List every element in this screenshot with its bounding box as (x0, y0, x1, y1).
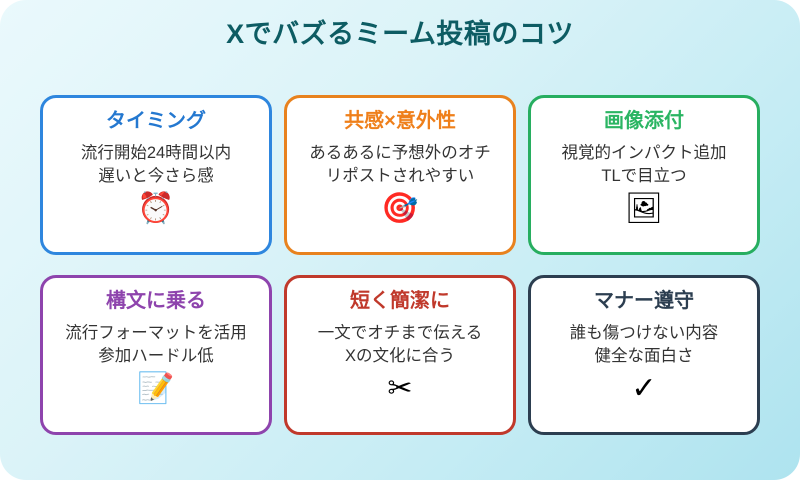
memo-writing-icon: 📝 (137, 370, 175, 406)
tip-card-image-attach: 画像添付 視覚的インパクト追加 TLで目立つ 🖼 (528, 95, 760, 255)
tip-card-line-2: TLで目立つ (601, 166, 687, 185)
tip-card-line-1: あるあるに予想外のオチ (309, 144, 491, 162)
tip-card-body: 視覚的インパクト追加 TLで目立つ (562, 142, 727, 188)
tip-card-body: 流行フォーマットを活用 参加ハードル低 (65, 322, 247, 368)
tip-card-title: マナー遵守 (594, 290, 694, 312)
tip-card-line-1: 視覚的インパクト追加 (561, 144, 727, 162)
check-mark-icon: ✓ (631, 370, 657, 406)
dart-target-icon: 🎯 (381, 190, 419, 226)
tip-card-line-2: リポストされやすい (325, 166, 475, 185)
framed-picture-icon: 🖼 (624, 190, 664, 226)
tip-card-syntax-trend: 構文に乗る 流行フォーマットを活用 参加ハードル低 📝 (40, 275, 272, 435)
tip-card-line-1: 一文でオチまで伝える (317, 324, 483, 342)
tip-card-title: 画像添付 (604, 110, 684, 132)
tip-card-line-1: 流行フォーマットを活用 (65, 324, 247, 342)
tip-card-manners: マナー遵守 誰も傷つけない内容 健全な面白さ ✓ (528, 275, 760, 435)
tip-card-line-2: 遅いと今さら感 (98, 166, 214, 185)
tip-card-line-2: 健全な面白さ (594, 346, 694, 365)
tip-card-title: 短く簡潔に (350, 290, 450, 312)
page-title: Xでバズるミーム投稿のコツ (226, 19, 574, 49)
tip-card-empathy-surprise: 共感×意外性 あるあるに予想外のオチ リポストされやすい 🎯 (284, 95, 516, 255)
tip-card-title: 共感×意外性 (344, 110, 456, 132)
tip-card-concise: 短く簡潔に 一文でオチまで伝える Xの文化に合う ✂ (284, 275, 516, 435)
tip-card-line-2: 参加ハードル低 (98, 346, 214, 365)
tip-card-timing: タイミング 流行開始24時間以内 遅いと今さら感 ⏰ (40, 95, 272, 255)
tip-card-title: タイミング (106, 110, 206, 132)
alarm-clock-icon: ⏰ (137, 190, 175, 226)
tip-card-body: 誰も傷つけない内容 健全な面白さ (570, 322, 719, 368)
tip-card-line-1: 流行開始24時間以内 (80, 144, 232, 162)
scissors-icon: ✂ (387, 370, 413, 406)
tip-card-body: 一文でオチまで伝える Xの文化に合う (318, 322, 483, 368)
tip-card-body: 流行開始24時間以内 遅いと今さら感 (81, 142, 231, 188)
tip-card-line-2: Xの文化に合う (344, 346, 455, 365)
tips-card-grid: タイミング 流行開始24時間以内 遅いと今さら感 ⏰ 共感×意外性 あるあるに予… (40, 95, 760, 435)
tip-card-body: あるあるに予想外のオチ リポストされやすい (309, 142, 491, 188)
tip-card-title: 構文に乗る (106, 290, 206, 312)
tip-card-line-1: 誰も傷つけない内容 (569, 324, 719, 342)
